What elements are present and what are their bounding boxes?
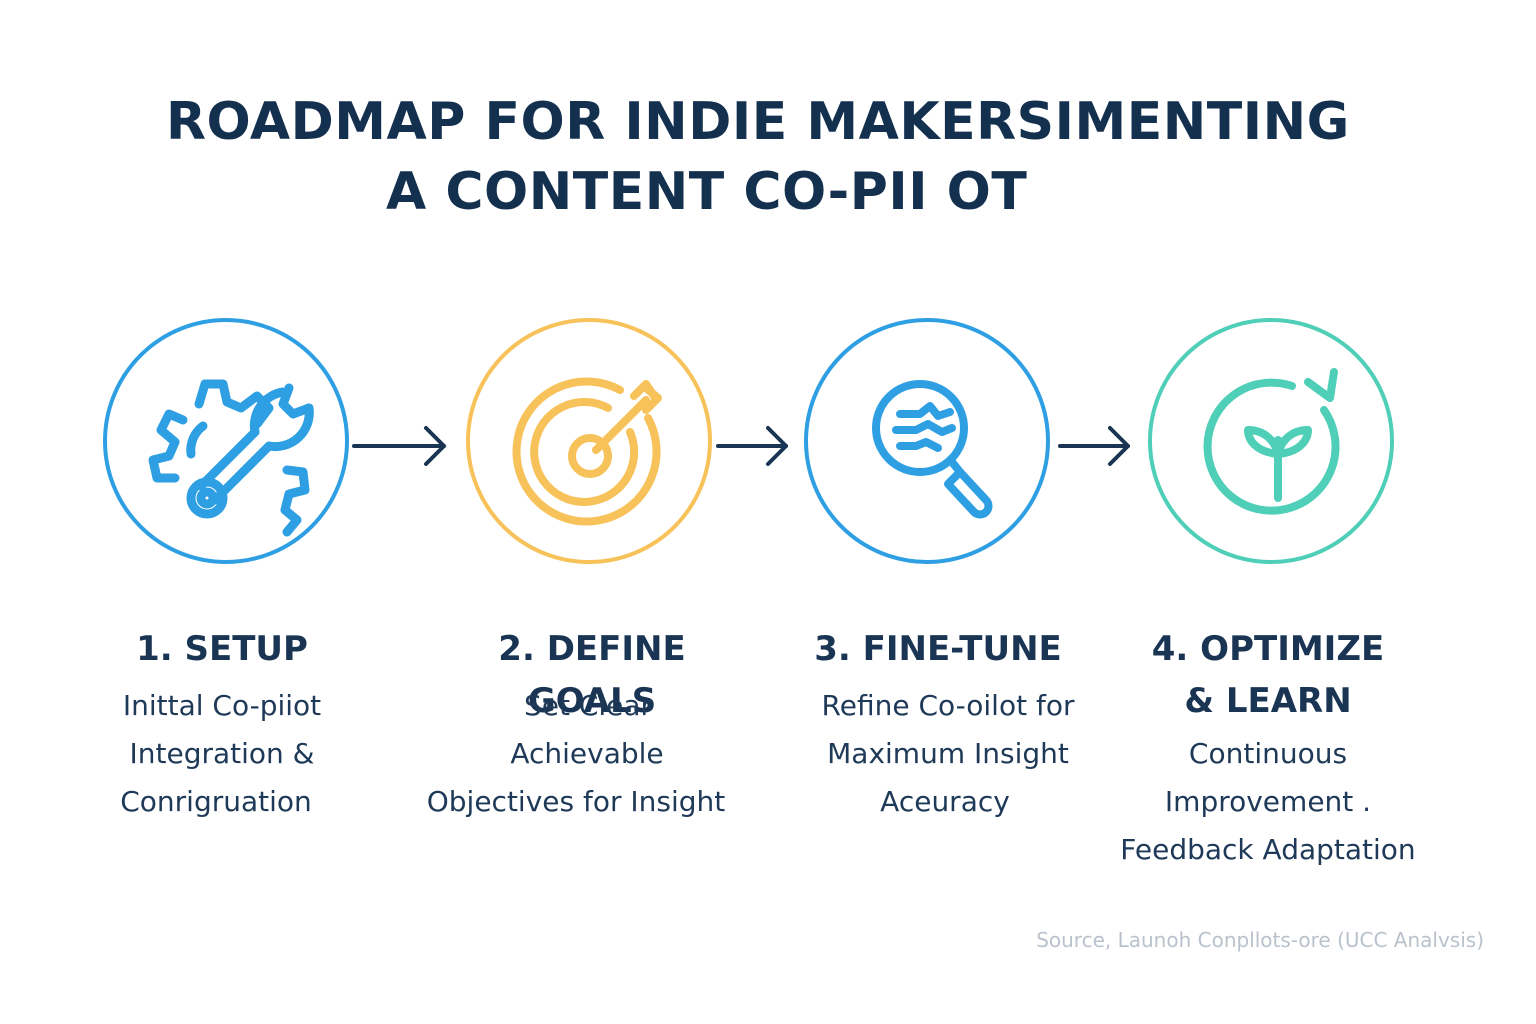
step-setup-circle	[103, 318, 349, 564]
sprout-cycle-icon	[1203, 368, 1340, 515]
desc-line: Aceuracy	[880, 785, 1010, 818]
step-goals-title: 2. DEFINE GOALS	[442, 623, 742, 727]
arrow-2-to-3	[716, 426, 788, 466]
desc-line: Achievable	[510, 737, 664, 770]
desc-line: Maximum Insight	[827, 737, 1069, 770]
step-optimize-title-line-1: 4. OPTIMIZE	[1151, 629, 1385, 669]
title-line-2: A CONTENT CO-PII OT	[386, 162, 1028, 222]
step-optimize-title: 4. OPTIMIZE & LEARN	[1118, 623, 1418, 727]
desc-line: Feedback Adaptation	[1120, 833, 1416, 866]
step-goals-title-line: 2. DEFINE GOALS	[498, 629, 686, 721]
step-finetune-description: Refine Co-oilot for Maximum Insight Aceu…	[798, 682, 1098, 826]
step-finetune-title: 3. FINE-TUNE	[788, 623, 1088, 675]
desc-line: Integration &	[129, 737, 315, 770]
target-arrow-icon	[512, 377, 662, 526]
desc-line: Inittal Co-piiot	[122, 689, 322, 722]
step-finetune-circle	[804, 318, 1050, 564]
magnifier-data-icon	[872, 380, 993, 519]
step-goals-circle	[466, 318, 712, 564]
title-line-1: ROADMAP FOR INDIE MAKERSIMENTING	[166, 92, 1350, 152]
step-goals-description: Set Clear Achievable Objectives for Insi…	[426, 682, 726, 826]
desc-line: Set Clear	[523, 689, 653, 722]
gear-wrench-icon	[148, 379, 314, 537]
step-optimize-title-line-2: & LEARN	[1184, 681, 1352, 721]
arrow-1-to-2	[352, 426, 446, 466]
step-finetune-title-line: 3. FINE-TUNE	[814, 629, 1062, 669]
desc-line: Improvement .	[1164, 785, 1372, 818]
desc-line: Refine Co-oilot for	[821, 689, 1075, 722]
source-note: Source, Launoh Conpllots-ore (UCC Analvs…	[1036, 928, 1484, 952]
step-setup-title-line: 1. SETUP	[136, 629, 308, 669]
desc-line: Continuous	[1188, 737, 1348, 770]
arrow-3-to-4	[1058, 426, 1130, 466]
step-setup-title: 1. SETUP	[72, 623, 372, 675]
step-optimize-description: Continuous Improvement . Feedback Adapta…	[1118, 730, 1418, 874]
desc-line: Conrigruation	[120, 785, 312, 818]
step-optimize-circle	[1148, 318, 1394, 564]
desc-line: Objectives for Insight	[426, 785, 726, 818]
step-setup-description: Inittal Co-piiot Integration & Conrigrua…	[72, 682, 372, 826]
